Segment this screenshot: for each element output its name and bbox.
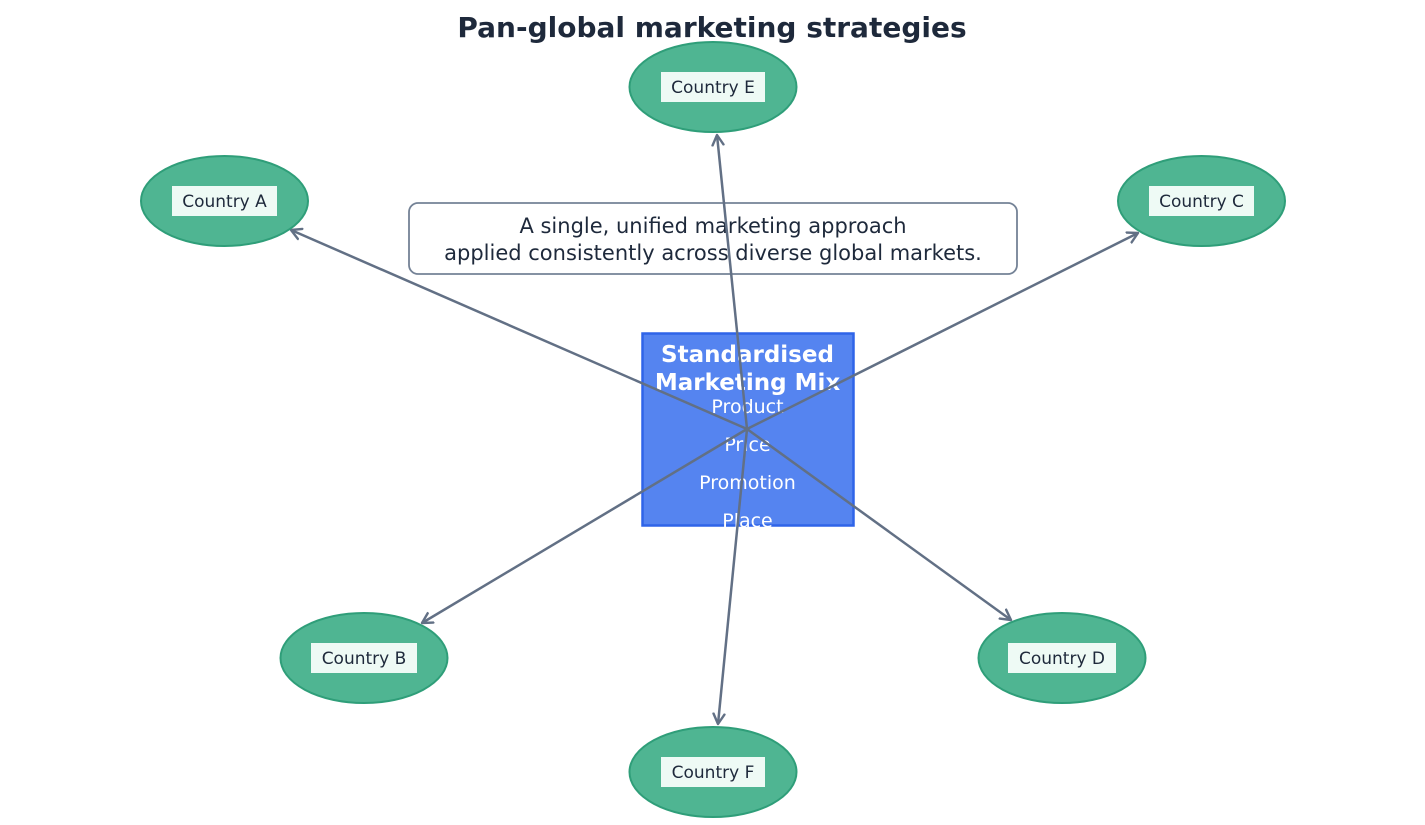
arrows [291, 135, 1138, 724]
note-box: A single, unified marketing approach app… [408, 202, 1018, 275]
mix-item-product: Product [711, 396, 783, 418]
country-node-a: Country A [140, 155, 309, 247]
country-label-bg [661, 757, 765, 787]
note-line1: A single, unified marketing approach [519, 214, 906, 238]
mix-item-place: Place [722, 510, 773, 532]
country-label-bg [311, 643, 417, 673]
country-node-f: Country F [628, 726, 798, 818]
mix-item-price: Price [724, 434, 770, 456]
country-label: Country E [671, 78, 755, 98]
country-label-bg [661, 72, 765, 102]
diagram-title: Pan-global marketing strategies [457, 11, 966, 44]
center-title-line1: Standardised [661, 342, 834, 368]
arrow-to-country-a [291, 230, 748, 431]
country-label-bg [1149, 186, 1254, 216]
country-label: Country C [1159, 192, 1244, 212]
country-node-c: Country C [1117, 155, 1286, 247]
country-node-d: Country D [977, 612, 1147, 704]
country-label: Country B [322, 649, 407, 669]
country-label: Country A [182, 192, 267, 212]
note-box-frame [408, 202, 1018, 275]
center-title-line2: Marketing Mix [655, 370, 841, 396]
arrow-to-country-d [746, 427, 1011, 620]
country-label: Country D [1019, 649, 1105, 669]
country-label: Country F [672, 763, 755, 783]
arrow-to-country-e [717, 135, 749, 430]
note-line2: applied consistently across diverse glob… [444, 241, 982, 265]
center-node: Standardised Marketing Mix Product Price… [641, 332, 855, 532]
mix-item-promotion: Promotion [699, 472, 796, 494]
country-node-e: Country E [628, 41, 798, 133]
country-label-bg [172, 186, 277, 216]
arrow-to-country-f [718, 428, 749, 724]
arrow-to-country-b [422, 427, 748, 623]
country-label-bg [1008, 643, 1116, 673]
arrow-to-country-c [746, 233, 1138, 431]
country-node-b: Country B [279, 612, 449, 704]
